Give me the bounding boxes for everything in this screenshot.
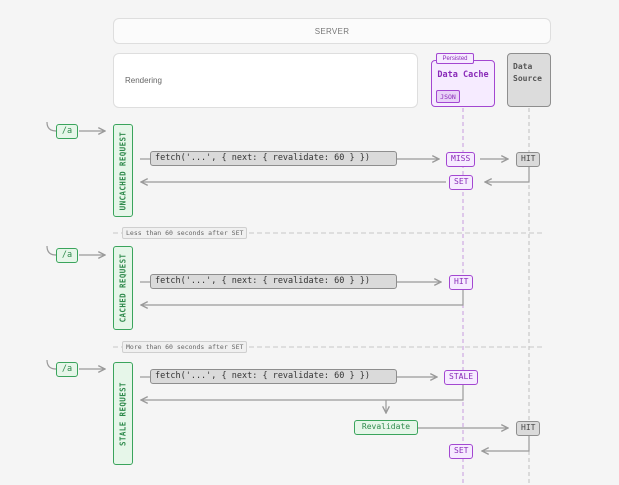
uncached-request-bar: UNCACHED REQUEST	[113, 124, 133, 217]
incoming-curve	[46, 121, 57, 132]
cache-set-badge: SET	[449, 175, 474, 190]
server-header: SERVER	[113, 18, 551, 44]
route-tag: /a	[56, 362, 78, 377]
rendering-box: Rendering	[113, 53, 418, 108]
cached-request-label: CACHED REQUEST	[118, 253, 128, 323]
source-hit-badge: HIT	[516, 152, 541, 167]
incoming-curve	[46, 245, 57, 256]
route-tag: /a	[56, 248, 78, 263]
data-cache-title: Data Cache	[437, 70, 489, 80]
stale-request-label: STALE REQUEST	[118, 381, 128, 446]
route-tag: /a	[56, 124, 78, 139]
cache-set-badge: SET	[449, 444, 474, 459]
json-tag: JSON	[436, 90, 460, 103]
time-label-less: Less than 60 seconds after SET	[122, 227, 248, 239]
fetch-call-pill: fetch('...', { next: { revalidate: 60 } …	[150, 151, 397, 166]
rendering-label: Rendering	[125, 76, 162, 85]
uncached-request-label: UNCACHED REQUEST	[118, 131, 128, 210]
incoming-curve	[46, 359, 57, 370]
fetch-call-pill: fetch('...', { next: { revalidate: 60 } …	[150, 369, 397, 384]
persisted-tag: Persisted	[436, 53, 474, 64]
revalidate-pill: Revalidate	[354, 420, 418, 435]
data-source-box: Data Source	[507, 53, 551, 107]
fetch-call-pill: fetch('...', { next: { revalidate: 60 } …	[150, 274, 397, 289]
cache-miss-badge: MISS	[446, 152, 476, 167]
time-label-more: More than 60 seconds after SET	[122, 341, 248, 353]
cache-hit-badge: HIT	[449, 275, 474, 290]
data-source-line2: Source	[513, 74, 542, 83]
source-hit-badge: HIT	[516, 421, 541, 436]
cache-stale-badge: STALE	[444, 370, 479, 385]
cached-request-bar: CACHED REQUEST	[113, 246, 133, 330]
data-cache-box: Data Cache JSON	[431, 60, 495, 107]
data-source-line1: Data	[513, 62, 533, 71]
stale-request-bar: STALE REQUEST	[113, 362, 133, 465]
